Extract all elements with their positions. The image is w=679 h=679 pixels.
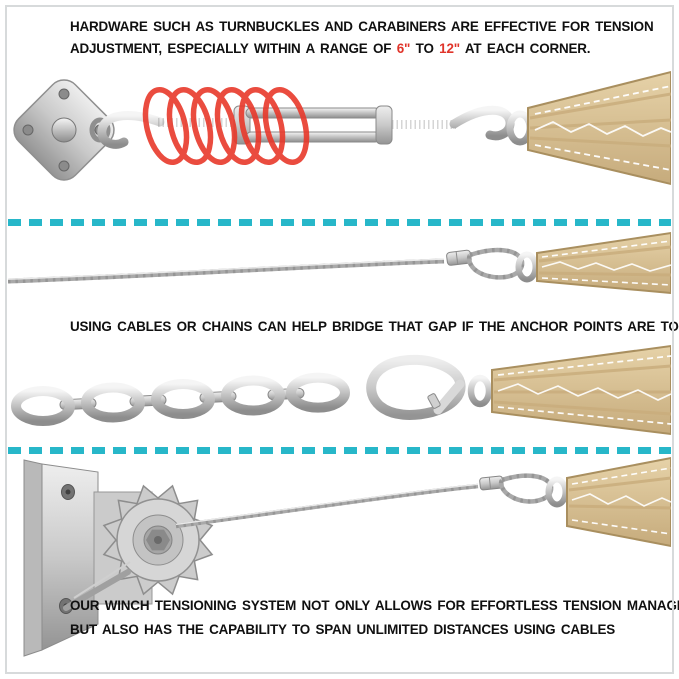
steel-cable-icon: [175, 483, 479, 529]
dashed-divider-bottom: [8, 447, 671, 454]
headline-line2-prefix: ADJUSTMENT, ESPECIALLY WITHIN A RANGE OF: [70, 40, 397, 56]
chain-links-icon: [11, 372, 350, 426]
bottom-caption-line2-text: BUT ALSO HAS THE CAPABILITY TO SPAN UNLI…: [70, 621, 616, 637]
turnbuckle-assembly-illustration: [13, 70, 671, 186]
cable-loop-icon: [498, 473, 554, 504]
ratchet-gear-icon: [100, 482, 216, 598]
cable-ferrule-icon: [446, 249, 472, 266]
carabiner-icon: [366, 354, 466, 420]
red-spring-icon: [142, 87, 310, 165]
range-high-value: 12": [439, 40, 460, 56]
sail-strap-icon: [536, 231, 671, 295]
headline-line2-suffix: AT EACH CORNER.: [459, 40, 591, 56]
headline-line2-mid: TO: [410, 40, 440, 56]
middle-caption-text: USING CABLES OR CHAINS CAN HELP BRIDGE T…: [70, 318, 679, 334]
winch-handle-icon: [63, 561, 131, 611]
headline-line1-text: HARDWARE SUCH AS TURNBUCKLES AND CARABIN…: [70, 18, 654, 34]
sail-strap-icon: [566, 456, 671, 548]
headline-line2: ADJUSTMENT, ESPECIALLY WITHIN A RANGE OF…: [70, 40, 591, 56]
d-ring-icon: [545, 476, 569, 508]
right-hook-icon: [449, 105, 515, 141]
sail-strap-icon: [491, 344, 671, 436]
middle-caption: USING CABLES OR CHAINS CAN HELP BRIDGE T…: [70, 318, 679, 334]
bottom-caption-line1-text: OUR WINCH TENSIONING SYSTEM NOT ONLY ALL…: [70, 597, 679, 613]
left-hook-icon: [97, 111, 165, 149]
d-ring-icon: [515, 251, 539, 283]
dashed-divider-top: [8, 219, 671, 226]
headline-line1: HARDWARE SUCH AS TURNBUCKLES AND CARABIN…: [70, 18, 654, 34]
bottom-caption-line1: OUR WINCH TENSIONING SYSTEM NOT ONLY ALL…: [70, 597, 679, 613]
winch-system-illustration: [23, 456, 671, 657]
pad-eye-plate-icon: [13, 79, 115, 181]
range-low-value: 6": [396, 40, 411, 56]
steel-cable-icon: [8, 258, 445, 284]
d-ring-icon: [467, 374, 493, 408]
sail-strap-icon: [527, 70, 671, 186]
cable-loop-icon: [466, 247, 525, 280]
steel-cable-illustration: [8, 231, 671, 295]
chain-carabiner-illustration: [11, 344, 671, 436]
bottom-caption-line2: BUT ALSO HAS THE CAPABILITY TO SPAN UNLI…: [70, 621, 615, 637]
